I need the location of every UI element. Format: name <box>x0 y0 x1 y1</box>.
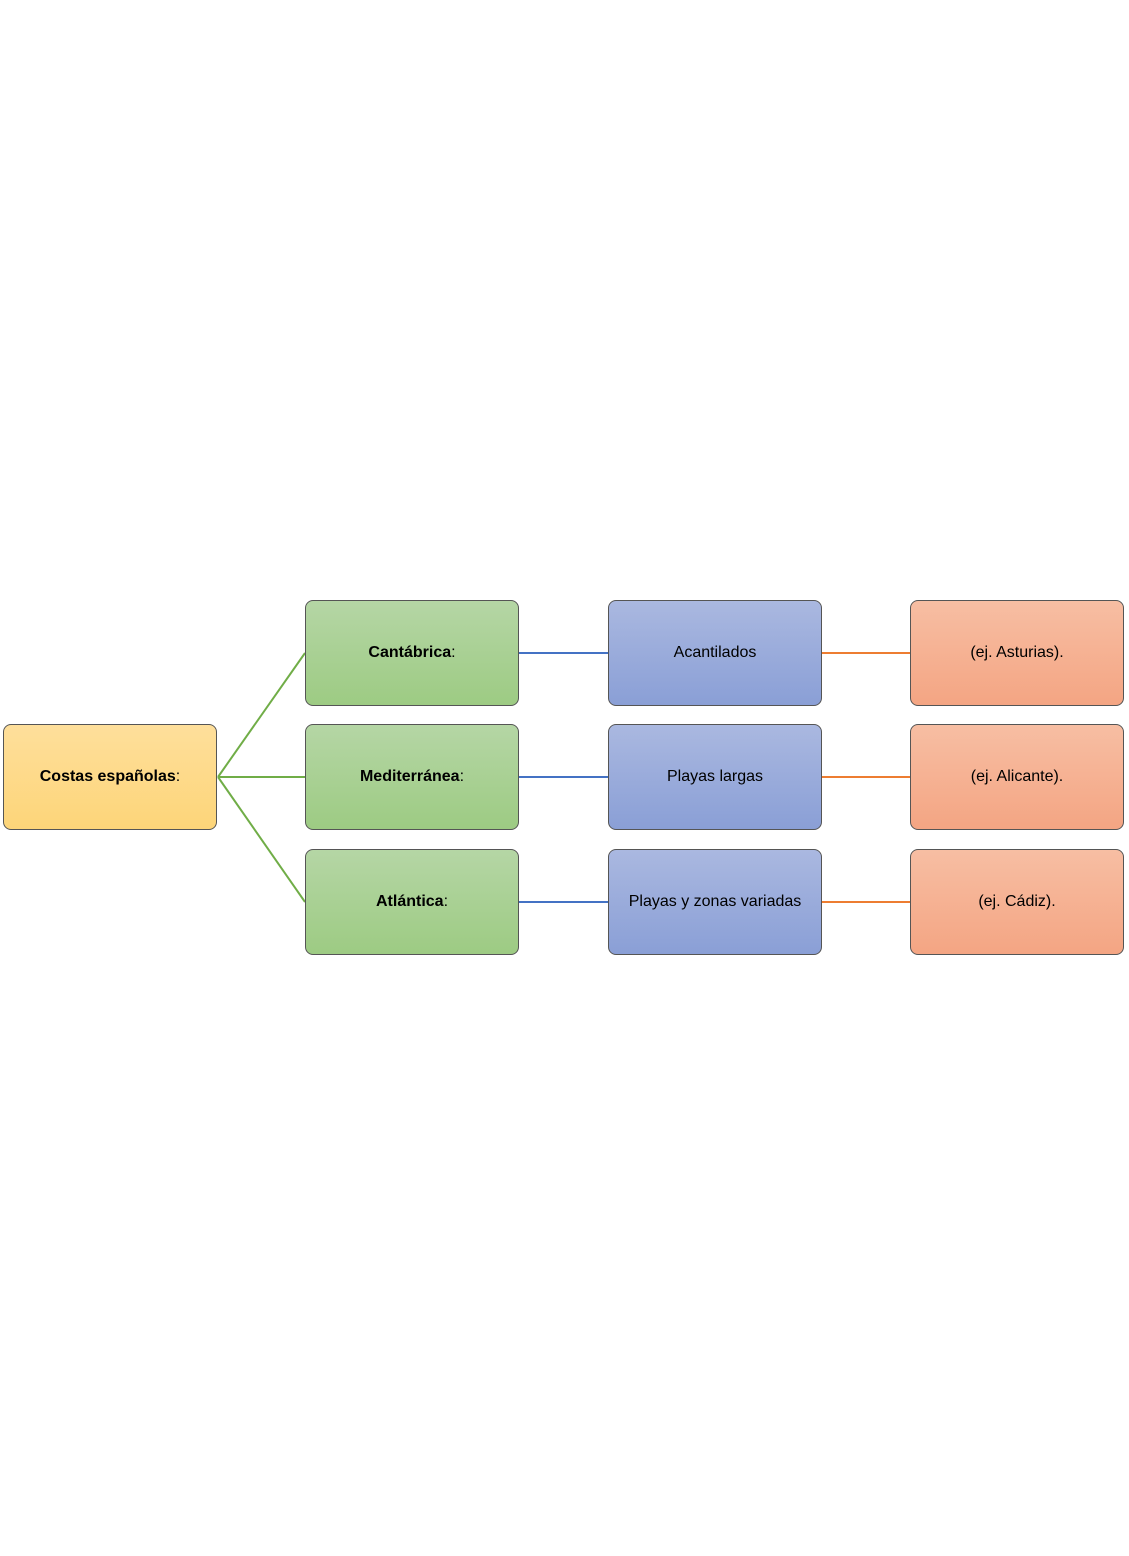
root-node: Costas españolas: <box>3 724 217 830</box>
feature-label: Acantilados <box>673 644 757 661</box>
example-node-mediterranea: (ej. Alicante). <box>910 724 1124 830</box>
example-label: (ej. Cádiz). <box>978 893 1056 910</box>
coast-node-mediterranea: Mediterránea: <box>305 724 519 830</box>
connector-root-cantabrica <box>217 652 306 778</box>
coast-label: Mediterránea <box>359 768 460 785</box>
feature-label: Playas largas <box>666 768 764 785</box>
example-label: (ej. Alicante). <box>970 768 1064 785</box>
example-node-atlantica: (ej. Cádiz). <box>910 849 1124 955</box>
coast-suffix: : <box>451 644 456 661</box>
coast-label: Cantábrica <box>368 644 452 661</box>
feature-node-mediterranea: Playas largas <box>608 724 822 830</box>
coast-node-cantabrica: Cantábrica: <box>305 600 519 706</box>
coast-suffix: : <box>459 768 465 785</box>
root-suffix: : <box>175 768 181 785</box>
example-label: (ej. Asturias). <box>970 644 1064 661</box>
coast-label: Atlántica <box>375 893 444 910</box>
root-label: Costas españolas <box>39 768 176 785</box>
example-node-cantabrica: (ej. Asturias). <box>910 600 1124 706</box>
feature-node-atlantica: Playas y zonas variadas <box>608 849 822 955</box>
feature-label: Playas y zonas variadas <box>628 893 802 910</box>
coast-suffix: : <box>443 893 449 910</box>
feature-node-cantabrica: Acantilados <box>608 600 822 706</box>
coast-node-atlantica: Atlántica: <box>305 849 519 955</box>
connector-root-atlantica <box>217 776 306 903</box>
